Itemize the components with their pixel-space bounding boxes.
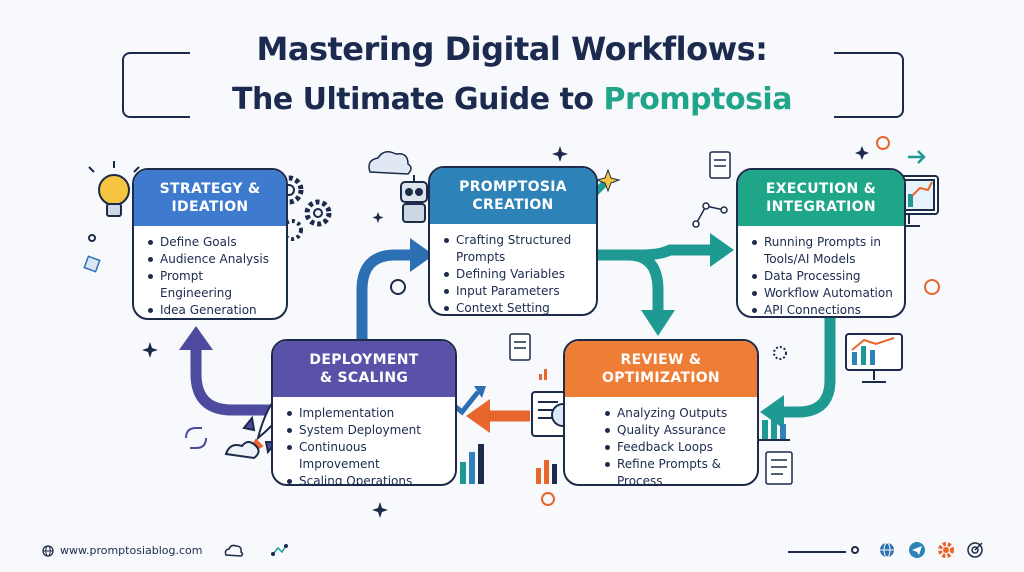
list-item: Prompt Engineering <box>148 268 278 302</box>
arrow-head-exec <box>710 233 734 267</box>
arrow-head-review <box>641 310 675 336</box>
list-item: Quality Assurance <box>605 422 749 439</box>
step-title-line1: EXECUTION & <box>765 181 877 197</box>
arrow-exec-to-review <box>782 318 836 418</box>
list-item: Scaling Operations <box>287 473 447 484</box>
gear-icon[interactable] <box>937 541 955 559</box>
step-card-creation: PROMPTOSIA CREATION Crafting Structured P… <box>428 166 598 316</box>
arrow-head-deploy <box>466 399 490 433</box>
step-card-review: REVIEW & OPTIMIZATION Analyzing Outputs Q… <box>563 339 759 486</box>
lightbulb-icon <box>88 161 140 217</box>
list-item: Running Prompts in Tools/AI Models <box>752 234 896 268</box>
step-title-line2: & SCALING <box>319 370 409 386</box>
list-item: Idea Generation <box>148 302 278 318</box>
network-node-icon <box>692 202 728 228</box>
network-icon <box>271 544 288 556</box>
step-card-execution: EXECUTION & INTEGRATION Running Prompts i… <box>736 168 906 318</box>
step-list: Analyzing Outputs Quality Assurance Feed… <box>565 405 757 484</box>
list-item: Defining Variables <box>444 266 588 283</box>
step-title-line1: DEPLOYMENT <box>309 352 419 368</box>
list-item: Define Goals <box>148 234 278 251</box>
step-title-line2: INTEGRATION <box>766 199 876 215</box>
page-title-line1: Mastering Digital Workflows: <box>256 30 768 68</box>
globe-icon <box>42 544 54 557</box>
step-list: Define Goals Audience Analysis Prompt En… <box>134 234 286 318</box>
cloud-icon <box>224 544 244 557</box>
arrow-deploy-to-creation <box>356 249 412 339</box>
step-title-line2: IDEATION <box>171 199 249 215</box>
step-header-review: REVIEW & OPTIMIZATION <box>565 341 757 397</box>
arrow-deploy-to-strategy <box>190 348 271 416</box>
document-icon <box>509 151 793 485</box>
footer-divider <box>788 551 846 553</box>
cloud-icon <box>368 151 412 175</box>
list-item: Crafting Structured Prompts <box>444 232 588 266</box>
decor-circles <box>88 136 940 506</box>
list-item: Audience Analysis <box>148 251 278 268</box>
growth-chart-icon <box>460 444 484 484</box>
footer-website[interactable]: www.promptosiablog.com <box>42 544 202 557</box>
step-list: Running Prompts in Tools/AI Models Data … <box>738 234 904 316</box>
target-icon[interactable] <box>966 541 984 559</box>
step-title-line1: STRATEGY & <box>159 181 261 197</box>
step-header-creation: PROMPTOSIA CREATION <box>430 168 596 224</box>
step-title-line1: REVIEW & <box>620 352 702 368</box>
step-title-line2: CREATION <box>472 197 554 213</box>
list-item: Feedback Loops <box>605 439 749 456</box>
list-item: Data Processing <box>752 268 896 285</box>
step-header-execution: EXECUTION & INTEGRATION <box>738 170 904 226</box>
list-item: System Deployment <box>287 422 447 439</box>
chart-monitor-icon <box>845 333 903 383</box>
step-header-strategy: STRATEGY & IDEATION <box>134 170 286 226</box>
step-card-deployment: DEPLOYMENT & SCALING Implementation Syste… <box>271 339 457 486</box>
mini-bars-icon <box>539 369 547 380</box>
arrow-creation-to-exec <box>598 244 712 261</box>
step-title-line2: OPTIMIZATION <box>602 370 720 386</box>
diamond-shape <box>83 255 101 273</box>
list-item: Workflow Automation <box>752 285 896 302</box>
list-item: Continuous Improvement <box>287 439 447 473</box>
orange-chart-icon <box>536 460 557 484</box>
step-title-line1: PROMPTOSIA <box>459 179 567 195</box>
arrow-creation-to-review <box>627 249 664 312</box>
step-list: Implementation System Deployment Continu… <box>273 405 455 484</box>
list-item: Implementation <box>287 405 447 422</box>
sparkle-icon <box>142 146 869 518</box>
globe-icon[interactable] <box>878 541 896 559</box>
teal-arrow-icon <box>908 150 926 164</box>
list-item: API Connections <box>752 302 896 316</box>
telegram-icon[interactable] <box>908 541 926 559</box>
footer-url-text[interactable]: www.promptosiablog.com <box>60 544 203 557</box>
title-background <box>190 28 834 128</box>
list-item: Input Parameters <box>444 283 588 300</box>
step-card-strategy: STRATEGY & IDEATION Define Goals Audience… <box>132 168 288 320</box>
page-title-line2: The Ultimate Guide to Promptosia <box>0 82 1024 117</box>
list-item: Analyzing Outputs <box>605 405 749 422</box>
title-prefix: The Ultimate Guide to <box>232 82 604 117</box>
title-accent: Promptosia <box>603 82 792 117</box>
arrow-head-strategy <box>179 326 213 350</box>
list-item: Context Setting <box>444 300 588 314</box>
list-item: Refine Prompts & Process <box>605 456 749 484</box>
sync-icon <box>185 427 207 449</box>
bar-chart-icon <box>756 410 790 441</box>
step-list: Crafting Structured Prompts Defining Var… <box>430 232 596 314</box>
robot-icon <box>400 175 428 223</box>
footer-dot <box>851 546 859 554</box>
arrow-head-creation <box>410 238 434 272</box>
step-header-deployment: DEPLOYMENT & SCALING <box>273 341 455 397</box>
